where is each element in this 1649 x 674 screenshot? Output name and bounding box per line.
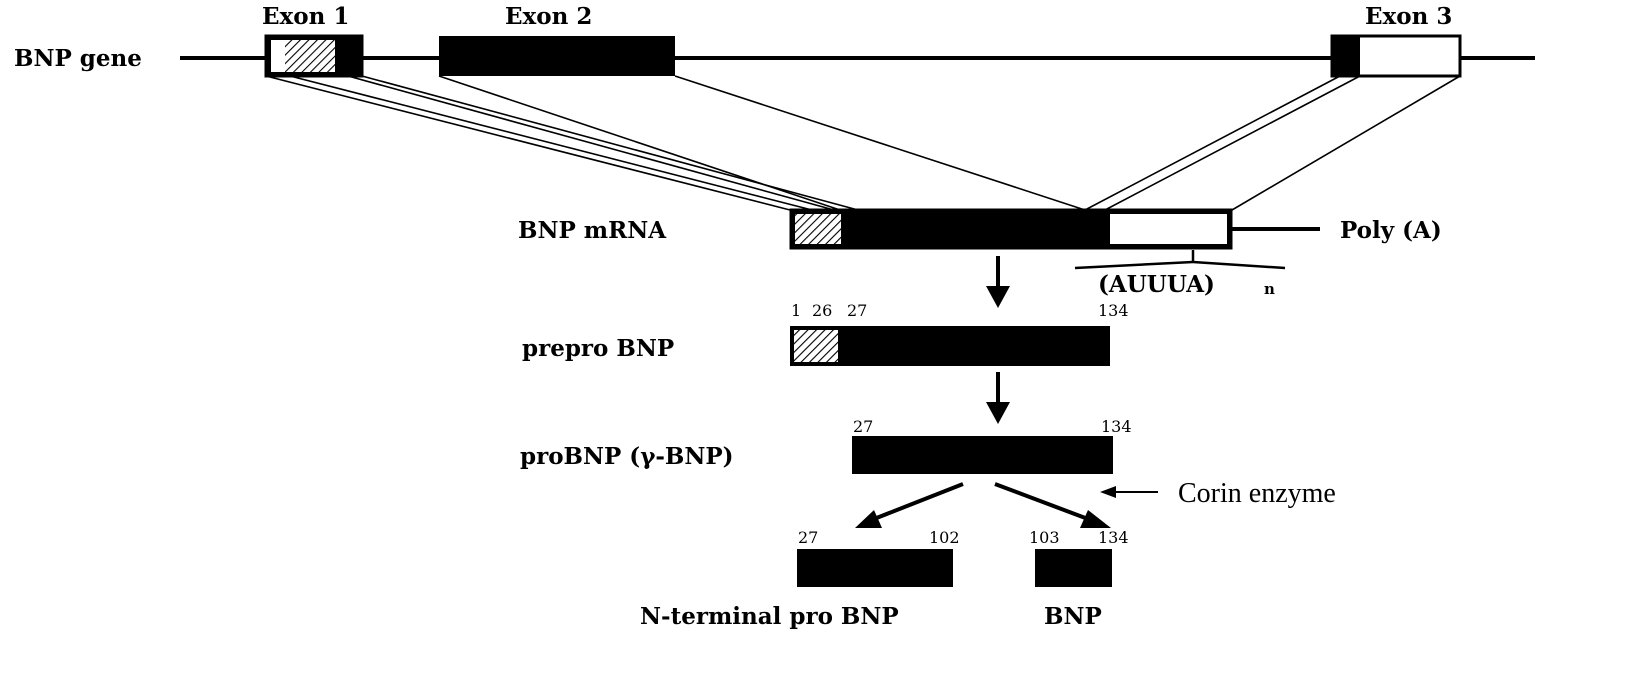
cleavage-arrows [855, 482, 1111, 528]
pro-box [852, 436, 1113, 474]
bnp-end: 134 [1098, 528, 1129, 547]
pro-pos-134: 134 [1101, 417, 1132, 436]
pro-pos-27: 27 [853, 417, 873, 436]
nt-pro-bnp-start: 27 [798, 528, 818, 547]
mrna-box [789, 208, 1233, 250]
prepro-pos-134: 134 [1098, 301, 1129, 320]
exon-1-box [264, 34, 364, 78]
splice-lines [265, 75, 1461, 211]
exon-2-label: Exon 2 [505, 3, 592, 30]
exon-2-box [439, 36, 675, 76]
mrna-label: BNP mRNA [518, 217, 667, 244]
bnp-box [1035, 549, 1112, 587]
exon-3-label: Exon 3 [1365, 3, 1452, 30]
prepro-label: prepro BNP [522, 335, 674, 362]
auuua-label: (AUUUA) [1098, 271, 1215, 298]
corin-enzyme-label: Corin enzyme [1178, 478, 1336, 509]
prepro-pos-1: 1 [791, 301, 801, 320]
bnp-start: 103 [1029, 528, 1060, 547]
arrow-head-1 [986, 286, 1010, 308]
nt-pro-bnp-end: 102 [929, 528, 960, 547]
auuua-subscript: n [1264, 280, 1275, 298]
prepro-pos-27: 27 [847, 301, 867, 320]
gene-label: BNP gene [14, 45, 142, 72]
prepro-pos-26: 26 [812, 301, 832, 320]
pro-label: proBNP (γ-BNP) [520, 443, 734, 470]
prepro-box [790, 326, 1110, 366]
corin-pointer-head [1100, 486, 1116, 498]
auuua-bracket [1074, 250, 1286, 270]
arrow-head-2 [986, 402, 1010, 424]
bnp-label: BNP [1044, 603, 1102, 630]
nt-pro-bnp-label: N-terminal pro BNP [640, 603, 899, 630]
nt-pro-bnp-box [797, 549, 953, 587]
exon-1-label: Exon 1 [262, 3, 349, 30]
exon-3-box [1330, 34, 1462, 78]
poly-a-label: Poly (A) [1340, 217, 1442, 244]
